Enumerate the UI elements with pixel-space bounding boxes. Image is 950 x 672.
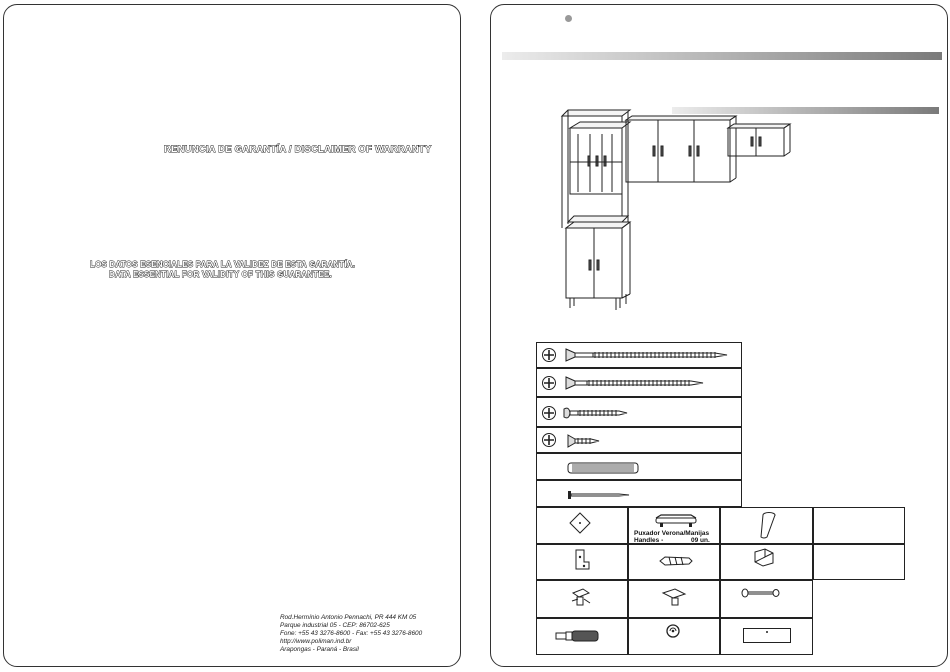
handle-icon xyxy=(655,514,697,527)
box-dot-icon xyxy=(766,631,768,633)
bullet-dot-icon xyxy=(565,15,572,22)
phillips-screw-icon xyxy=(542,376,556,390)
hardware-cell: Puxador Verona/Manijas Handles - 09 un. xyxy=(628,507,720,544)
hardware-cell xyxy=(628,544,720,580)
handle-quantity: 09 un. xyxy=(691,537,710,544)
hardware-row xyxy=(536,480,742,507)
angle-bracket-icon xyxy=(575,549,590,570)
hardware-cell xyxy=(720,544,813,580)
screwdriver-bit-icon xyxy=(555,630,599,642)
address-link[interactable]: http://www.poliman.ind.br xyxy=(280,638,352,645)
connector-bolt-icon xyxy=(741,588,780,598)
phillips-screw-icon xyxy=(542,406,556,420)
company-address: Rod.Hermínio Antonio Pennachi, PR 444 KM… xyxy=(280,614,422,654)
phillips-screw-icon xyxy=(542,433,556,447)
hardware-cell xyxy=(628,618,720,655)
hardware-cell xyxy=(813,544,905,580)
hardware-row xyxy=(536,368,742,397)
warranty-heading: RENUNCIA DE GARANTÍA / DISCLAIMER OF WAR… xyxy=(164,144,432,156)
handle-label-en: Handles - xyxy=(634,537,664,544)
address-line: Parque industrial 05 - CEP: 86702-625 xyxy=(280,622,390,629)
hardware-cell xyxy=(720,507,813,544)
left-page xyxy=(3,4,461,667)
hardware-cell xyxy=(536,580,628,618)
pan-head-screw-icon xyxy=(563,407,628,419)
address-line: Rod.Hermínio Antonio Pennachi, PR 444 KM… xyxy=(280,614,417,621)
cam-lock-icon xyxy=(666,624,680,638)
hardware-cell xyxy=(536,507,628,544)
hardware-cell xyxy=(720,618,813,655)
short-screw-icon xyxy=(567,434,600,448)
subheader-gradient-bar xyxy=(672,107,939,114)
address-line: Fone: +55 43 3276-8600 - Fax: +55 43 327… xyxy=(280,630,423,637)
essential-data-line-1: LOS DATOS ESENCIALES PARA LA VALIDEZ DE … xyxy=(90,260,356,270)
hardware-cell xyxy=(813,507,905,544)
cabinet-leg-icon xyxy=(760,512,776,539)
hardware-row xyxy=(536,397,742,427)
hardware-cell xyxy=(536,544,628,580)
wood-screw-icon xyxy=(565,376,704,390)
corner-bracket-icon xyxy=(754,548,774,567)
qty-box xyxy=(743,628,791,643)
hardware-cell xyxy=(720,580,813,618)
hardware-cell xyxy=(536,618,628,655)
hardware-row xyxy=(536,342,742,368)
hinge-icon xyxy=(571,588,591,606)
essential-data-line-2: DATA ESSENTIAL FOR VALIDITY OF THIS GUAR… xyxy=(109,270,333,280)
hardware-row xyxy=(536,427,742,453)
header-gradient-bar xyxy=(502,52,942,60)
address-line: Arapongas - Paraná - Brasil xyxy=(280,646,359,653)
handle-label: Puxador Verona/Manijas xyxy=(634,530,710,537)
hardware-row xyxy=(536,453,742,480)
hardware-cell xyxy=(628,580,720,618)
nail-icon xyxy=(568,491,630,499)
phillips-screw-icon xyxy=(542,348,556,362)
kitchen-cabinet-illustration xyxy=(560,109,792,310)
wall-plug-icon xyxy=(659,556,693,566)
long-wood-screw-icon xyxy=(565,348,728,362)
square-bracket-plate-icon xyxy=(569,512,591,534)
wood-dowel-icon xyxy=(567,462,639,474)
hinge-icon xyxy=(661,588,687,606)
